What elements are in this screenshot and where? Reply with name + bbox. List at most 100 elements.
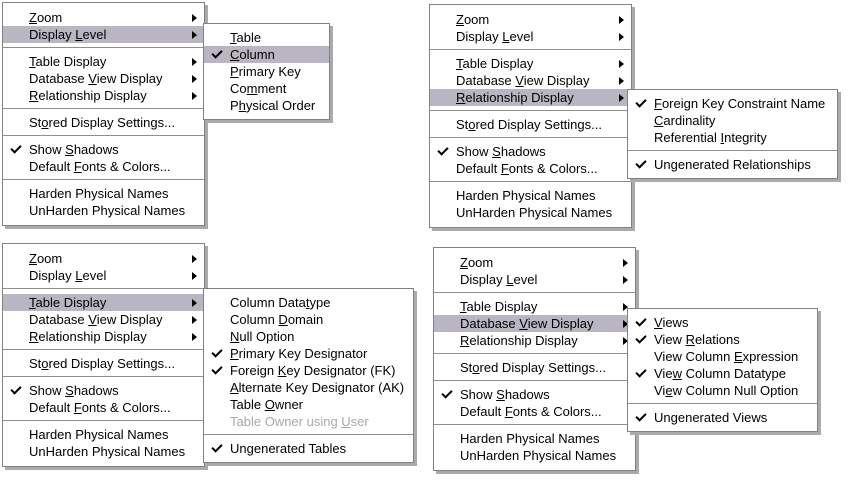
menu-item-display-level[interactable]: Display Level xyxy=(3,26,204,43)
menu-item-table-display[interactable]: Table Display xyxy=(3,53,204,70)
menu-item-ungenerated-relationships[interactable]: Ungenerated Relationships xyxy=(628,156,837,173)
menu-item-alternate-key-designator-ak[interactable]: Alternate Key Designator (AK) xyxy=(204,379,413,396)
menu-separator xyxy=(3,135,204,136)
menu-item-cardinality[interactable]: Cardinality xyxy=(628,112,837,129)
checkmark-icon xyxy=(628,315,654,327)
submenu-arrow-icon xyxy=(619,93,624,102)
menu-item-foreign-key-designator-fk[interactable]: Foreign Key Designator (FK) xyxy=(204,362,413,379)
menu-separator xyxy=(3,349,204,350)
menu-item-unharden-physical-names[interactable]: UnHarden Physical Names xyxy=(3,443,204,460)
menu-item-label: Zoom xyxy=(29,251,63,266)
menu-item-show-shadows[interactable]: Show Shadows xyxy=(434,386,635,403)
menu-item-database-view-display[interactable]: Database View Display xyxy=(3,70,204,87)
menu-item-table[interactable]: Table xyxy=(204,29,329,46)
menu-item-display-level[interactable]: Display Level xyxy=(434,271,635,288)
menu-item-view-column-expression[interactable]: View Column Expression xyxy=(628,348,817,365)
submenu-arrow-icon xyxy=(623,275,628,284)
menu-item-stored-display-settings[interactable]: Stored Display Settings... xyxy=(3,355,204,372)
menu-item-default-fonts-colors[interactable]: Default Fonts & Colors... xyxy=(3,158,204,175)
menu-item-database-view-display[interactable]: Database View Display xyxy=(3,311,204,328)
submenu-arrow-icon xyxy=(192,332,197,341)
menu-item-display-level[interactable]: Display Level xyxy=(430,28,631,45)
menu-item-harden-physical-names[interactable]: Harden Physical Names xyxy=(430,187,631,204)
menu-item-label: Show Shadows xyxy=(29,383,119,398)
menu-item-view-column-null-option[interactable]: View Column Null Option xyxy=(628,382,817,399)
menu-item-default-fonts-colors[interactable]: Default Fonts & Colors... xyxy=(430,160,631,177)
menu-item-zoom[interactable]: Zoom xyxy=(3,9,204,26)
menu-separator xyxy=(430,110,631,111)
menu-separator xyxy=(430,49,631,50)
menu-item-display-level[interactable]: Display Level xyxy=(3,267,204,284)
menu-item-primary-key-designator[interactable]: Primary Key Designator xyxy=(204,345,413,362)
menu-item-relationship-display[interactable]: Relationship Display xyxy=(434,332,635,349)
menu-item-harden-physical-names[interactable]: Harden Physical Names xyxy=(3,426,204,443)
menu-item-zoom[interactable]: Zoom xyxy=(434,254,635,271)
menu-item-label: Show Shadows xyxy=(460,387,550,402)
checkmark-icon xyxy=(204,363,230,375)
menu-item-ungenerated-views[interactable]: Ungenerated Views xyxy=(628,409,817,426)
menu-item-table-display[interactable]: Table Display xyxy=(3,294,204,311)
menu-item-relationship-display[interactable]: Relationship Display xyxy=(3,328,204,345)
menu-item-harden-physical-names[interactable]: Harden Physical Names xyxy=(434,430,635,447)
menu-item-view-relations[interactable]: View Relations xyxy=(628,331,817,348)
menu-item-table-display[interactable]: Table Display xyxy=(430,55,631,72)
menu-item-ungenerated-tables[interactable]: Ungenerated Tables xyxy=(204,440,413,457)
submenu-arrow-icon xyxy=(192,13,197,22)
menu-item-label: Harden Physical Names xyxy=(456,188,596,203)
menu-item-primary-key[interactable]: Primary Key xyxy=(204,63,329,80)
menu-item-zoom[interactable]: Zoom xyxy=(430,11,631,28)
menu-item-show-shadows[interactable]: Show Shadows xyxy=(3,382,204,399)
menu-item-label: Relationship Display xyxy=(460,333,578,348)
checkmark-icon xyxy=(628,410,654,422)
menu-item-zoom[interactable]: Zoom xyxy=(3,250,204,267)
menu-item-unharden-physical-names[interactable]: UnHarden Physical Names xyxy=(434,447,635,464)
submenu-arrow-icon xyxy=(192,254,197,263)
menu-item-label: Stored Display Settings... xyxy=(460,360,606,375)
menu-item-label: Table Display xyxy=(460,299,538,314)
menu-item-database-view-display[interactable]: Database View Display xyxy=(434,315,635,332)
submenu-arrow-icon xyxy=(192,315,197,324)
menu-item-label: View Column Null Option xyxy=(654,383,799,398)
menu-item-default-fonts-colors[interactable]: Default Fonts & Colors... xyxy=(434,403,635,420)
menu-item-show-shadows[interactable]: Show Shadows xyxy=(430,143,631,160)
menu-item-physical-order[interactable]: Physical Order xyxy=(204,97,329,114)
menu-separator xyxy=(434,292,635,293)
menu-item-column[interactable]: Column xyxy=(204,46,329,63)
menu-item-relationship-display[interactable]: Relationship Display xyxy=(430,89,631,106)
menu-item-label: Stored Display Settings... xyxy=(29,115,175,130)
menu-item-label: Harden Physical Names xyxy=(460,431,600,446)
menu-item-default-fonts-colors[interactable]: Default Fonts & Colors... xyxy=(3,399,204,416)
menu-item-column-datatype[interactable]: Column Datatype xyxy=(204,294,413,311)
menu-item-label: View Column Datatype xyxy=(654,366,787,381)
menu-item-relationship-display[interactable]: Relationship Display xyxy=(3,87,204,104)
menu-item-unharden-physical-names[interactable]: UnHarden Physical Names xyxy=(430,204,631,221)
menu-item-label: Stored Display Settings... xyxy=(29,356,175,371)
menu-item-table-owner[interactable]: Table Owner xyxy=(204,396,413,413)
menu-item-view-column-datatype[interactable]: View Column Datatype xyxy=(628,365,817,382)
menu-item-label: Ungenerated Views xyxy=(654,410,768,425)
menu-separator xyxy=(3,179,204,180)
menu-item-harden-physical-names[interactable]: Harden Physical Names xyxy=(3,185,204,202)
menu-item-database-view-display[interactable]: Database View Display xyxy=(430,72,631,89)
menu-item-views[interactable]: Views xyxy=(628,314,817,331)
menu-item-unharden-physical-names[interactable]: UnHarden Physical Names xyxy=(3,202,204,219)
menu-item-stored-display-settings[interactable]: Stored Display Settings... xyxy=(430,116,631,133)
menu-item-label: Default Fonts & Colors... xyxy=(29,159,171,174)
menu-item-stored-display-settings[interactable]: Stored Display Settings... xyxy=(434,359,635,376)
menu-item-null-option[interactable]: Null Option xyxy=(204,328,413,345)
menu-item-label: Ungenerated Tables xyxy=(230,441,347,456)
menu-item-label: Zoom xyxy=(29,10,63,25)
menu-item-foreign-key-constraint-name[interactable]: Foreign Key Constraint Name xyxy=(628,95,837,112)
menu-item-referential-integrity[interactable]: Referential Integrity xyxy=(628,129,837,146)
menu-item-column-domain[interactable]: Column Domain xyxy=(204,311,413,328)
menu-item-show-shadows[interactable]: Show Shadows xyxy=(3,141,204,158)
menu-item-label: Table Display xyxy=(29,54,107,69)
menu-item-stored-display-settings[interactable]: Stored Display Settings... xyxy=(3,114,204,131)
menu-item-comment[interactable]: Comment xyxy=(204,80,329,97)
menu-item-table-display[interactable]: Table Display xyxy=(434,298,635,315)
menu-item-label: Relationship Display xyxy=(456,90,574,105)
